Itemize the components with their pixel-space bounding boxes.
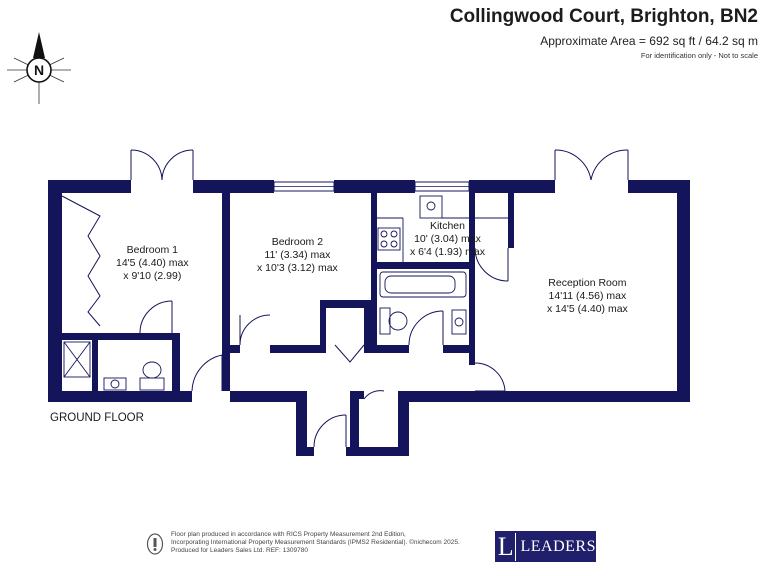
- room-dimension: 10' (3.04) max: [414, 233, 481, 245]
- footer-text: Floor plan produced in accordance with R…: [171, 531, 460, 555]
- scale-note: For identification only - Not to scale: [640, 51, 758, 60]
- room-name: Bedroom 2: [271, 236, 324, 248]
- compass-letter: N: [34, 62, 44, 78]
- room-dimension: x 6'4 (1.93) max: [410, 246, 485, 258]
- room-dimension: x 9'10 (2.99): [123, 270, 182, 282]
- room-bedroom-2: Bedroom 2 11' (3.34) max x 10'3 (3.12) m…: [257, 236, 338, 275]
- measurement-icon: [146, 533, 164, 555]
- leaders-logo: L LEADERS: [495, 531, 596, 562]
- room-kitchen: Kitchen 10' (3.04) max x 6'4 (1.93) max: [410, 220, 485, 259]
- room-dimension: x 10'3 (3.12) max: [257, 262, 338, 274]
- north-arrow: [33, 32, 45, 58]
- footer-line: Incorporating International Property Mea…: [171, 539, 460, 546]
- room-bedroom-1: Bedroom 1 14'5 (4.40) max x 9'10 (2.99): [116, 244, 189, 283]
- room-name: Reception Room: [548, 277, 627, 289]
- room-dimension: 14'11 (4.56) max: [548, 290, 627, 302]
- logo-text: LEADERS: [520, 537, 596, 555]
- page-title: Collingwood Court, Brighton, BN2: [449, 6, 758, 27]
- room-dimension: 14'5 (4.40) max: [116, 257, 189, 269]
- room-name: Kitchen: [429, 220, 465, 232]
- floor-label: GROUND FLOOR: [50, 412, 144, 424]
- footer-line: Floor plan produced in accordance with R…: [171, 531, 406, 538]
- room-dimension: 11' (3.34) max: [264, 249, 331, 261]
- approximate-area: Approximate Area = 692 sq ft / 64.2 sq m: [540, 34, 758, 48]
- footer-line: Produced for Leaders Sales Ltd. REF: 130…: [171, 547, 308, 554]
- compass-icon: N: [7, 32, 71, 104]
- room-dimension: x 14'5 (4.40) max: [547, 303, 628, 315]
- room-name: Bedroom 1: [126, 244, 178, 256]
- logo-letter: L: [497, 531, 516, 561]
- room-reception: Reception Room 14'11 (4.56) max x 14'5 (…: [547, 277, 628, 316]
